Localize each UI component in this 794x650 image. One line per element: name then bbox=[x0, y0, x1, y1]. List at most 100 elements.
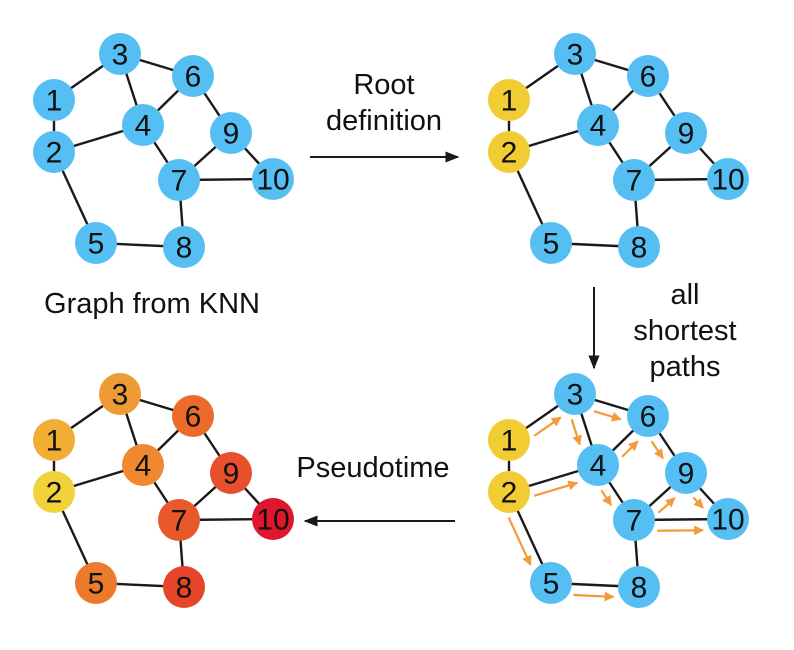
node-label: 8 bbox=[176, 572, 193, 605]
node-circle bbox=[707, 498, 749, 540]
node-label: 6 bbox=[640, 61, 657, 94]
node-label: 5 bbox=[88, 568, 105, 601]
graph-node-5: 5 bbox=[530, 562, 572, 604]
graph-node-8: 8 bbox=[618, 226, 660, 268]
graph-node-6: 6 bbox=[172, 55, 214, 97]
node-circle bbox=[488, 471, 530, 513]
graph-node-8: 8 bbox=[163, 566, 205, 608]
flow-arrow bbox=[657, 497, 676, 514]
graph-node-1: 1 bbox=[33, 419, 75, 461]
node-circle bbox=[613, 159, 655, 201]
flow-arrow bbox=[692, 496, 704, 509]
node-circle bbox=[252, 498, 294, 540]
node-circle bbox=[618, 226, 660, 268]
node-circle bbox=[75, 562, 117, 604]
node-circle bbox=[554, 33, 596, 75]
node-circle bbox=[618, 566, 660, 608]
node-label: 9 bbox=[678, 458, 695, 491]
graph-node-9: 9 bbox=[210, 112, 252, 154]
graph-node-4: 4 bbox=[577, 104, 619, 146]
node-circle bbox=[488, 419, 530, 461]
graph-node-6: 6 bbox=[627, 395, 669, 437]
node-circle bbox=[122, 444, 164, 486]
flow-arrow bbox=[573, 591, 615, 602]
graph-node-6: 6 bbox=[172, 395, 214, 437]
graph-node-4: 4 bbox=[122, 104, 164, 146]
node-circle bbox=[75, 222, 117, 264]
graph-nodes: 1 2 3 4 5 6 7 8 9 10 bbox=[488, 33, 749, 268]
graph-node-5: 5 bbox=[75, 562, 117, 604]
node-label: 7 bbox=[626, 505, 643, 538]
node-label: 4 bbox=[590, 450, 607, 483]
graph-node-8: 8 bbox=[163, 226, 205, 268]
node-circle bbox=[33, 79, 75, 121]
node-circle bbox=[252, 158, 294, 200]
node-label: 3 bbox=[567, 39, 584, 72]
node-label: 5 bbox=[88, 228, 105, 261]
node-circle bbox=[577, 444, 619, 486]
node-label: 2 bbox=[501, 477, 518, 510]
node-circle bbox=[158, 499, 200, 541]
node-circle bbox=[627, 55, 669, 97]
node-circle bbox=[163, 566, 205, 608]
node-label: 8 bbox=[631, 232, 648, 265]
caption-graph-from-knn: Graph from KNN bbox=[44, 288, 260, 320]
graph-node-6: 6 bbox=[627, 55, 669, 97]
graph-node-2: 2 bbox=[33, 471, 75, 513]
node-label: 6 bbox=[185, 401, 202, 434]
graph-node-7: 7 bbox=[158, 499, 200, 541]
graph-nodes: 1 2 3 4 5 6 7 8 9 10 bbox=[488, 373, 749, 608]
node-label: 4 bbox=[135, 450, 152, 483]
node-label: 6 bbox=[640, 401, 657, 434]
node-circle bbox=[158, 159, 200, 201]
graph-node-2: 2 bbox=[33, 131, 75, 173]
flow-arrow bbox=[600, 489, 613, 506]
flow-arrow bbox=[650, 440, 664, 460]
caption-pseudotime: Pseudotime bbox=[296, 452, 449, 484]
graph-node-9: 9 bbox=[665, 452, 707, 494]
node-label: 2 bbox=[46, 137, 63, 170]
node-label: 5 bbox=[543, 568, 560, 601]
caption-root-definition-1: Root bbox=[353, 69, 414, 101]
node-label: 6 bbox=[185, 61, 202, 94]
node-label: 1 bbox=[501, 425, 518, 458]
node-circle bbox=[554, 373, 596, 415]
node-label: 8 bbox=[631, 572, 648, 605]
graph-node-10: 10 bbox=[252, 498, 294, 540]
node-label: 7 bbox=[171, 165, 188, 198]
node-circle bbox=[613, 499, 655, 541]
node-circle bbox=[99, 33, 141, 75]
node-circle bbox=[577, 104, 619, 146]
flow-arrow bbox=[533, 480, 579, 497]
graph-node-2: 2 bbox=[488, 131, 530, 173]
node-label: 8 bbox=[176, 232, 193, 265]
flow-arrow bbox=[533, 416, 562, 437]
graph-node-1: 1 bbox=[488, 419, 530, 461]
node-label: 9 bbox=[678, 118, 695, 151]
node-circle bbox=[33, 419, 75, 461]
node-label: 2 bbox=[46, 477, 63, 510]
node-label: 10 bbox=[711, 164, 744, 197]
graph-node-3: 3 bbox=[554, 33, 596, 75]
node-circle bbox=[99, 373, 141, 415]
graph-node-5: 5 bbox=[530, 222, 572, 264]
node-label: 1 bbox=[46, 85, 63, 118]
graph-node-10: 10 bbox=[707, 158, 749, 200]
node-circle bbox=[627, 395, 669, 437]
node-circle bbox=[33, 471, 75, 513]
node-label: 3 bbox=[567, 379, 584, 412]
node-circle bbox=[172, 55, 214, 97]
caption-all-shortest-paths-2: shortest bbox=[633, 315, 736, 347]
node-circle bbox=[33, 131, 75, 173]
graph-node-8: 8 bbox=[618, 566, 660, 608]
graph-node-2: 2 bbox=[488, 471, 530, 513]
graph-node-7: 7 bbox=[158, 159, 200, 201]
node-label: 1 bbox=[46, 425, 63, 458]
graph-node-10: 10 bbox=[707, 498, 749, 540]
node-label: 1 bbox=[501, 85, 518, 118]
graph-node-7: 7 bbox=[613, 159, 655, 201]
